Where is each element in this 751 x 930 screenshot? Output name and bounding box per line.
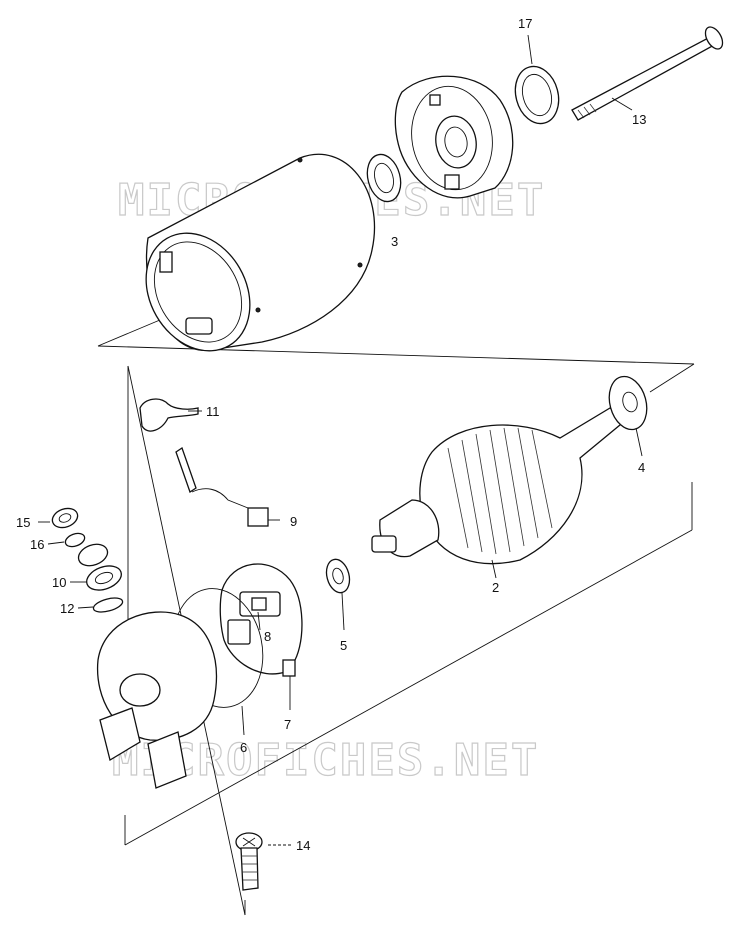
washer-5: [325, 558, 351, 631]
part-label-17: 17: [518, 16, 532, 31]
part-label-8: 8: [264, 629, 271, 644]
part-label-11: 11: [206, 404, 220, 419]
part-label-3: 3: [391, 234, 398, 249]
part-label-4: 4: [638, 460, 645, 475]
brush-plate: [219, 563, 303, 710]
part-label-7: 7: [284, 717, 291, 732]
part-label-14: 14: [296, 838, 310, 853]
seal-15: [38, 507, 79, 529]
seal-10: [70, 543, 122, 591]
o-ring: [514, 34, 560, 125]
part-label-13: 13: [632, 112, 646, 127]
brush-8: [251, 597, 267, 631]
part-label-15: 15: [16, 515, 30, 530]
front-end-cover: [394, 75, 514, 199]
part-label-5: 5: [340, 638, 347, 653]
armature: [371, 407, 628, 579]
part-label-10: 10: [52, 575, 66, 590]
part-label-16: 16: [30, 537, 44, 552]
screw-14: [235, 832, 292, 891]
insulator-11: [139, 398, 202, 432]
assembly-frame-lines: [97, 261, 695, 916]
housing-bolt: [571, 26, 724, 121]
yoke-housing: [145, 153, 376, 352]
part-label-9: 9: [290, 514, 297, 529]
oil-seal: [366, 153, 402, 203]
brush-holder-terminal: [175, 446, 280, 527]
washer-16: [47, 532, 86, 548]
part-label-12: 12: [60, 601, 74, 616]
thrust-washer-4: [608, 375, 648, 457]
part-labels: 2 3 4 5 6 7 8 9 10 11 12 13 14 15 16 17: [16, 16, 646, 853]
rear-end-cover: [96, 611, 218, 789]
part-label-2: 2: [492, 580, 499, 595]
o-ring-12: [77, 597, 124, 613]
part-label-6: 6: [240, 740, 247, 755]
